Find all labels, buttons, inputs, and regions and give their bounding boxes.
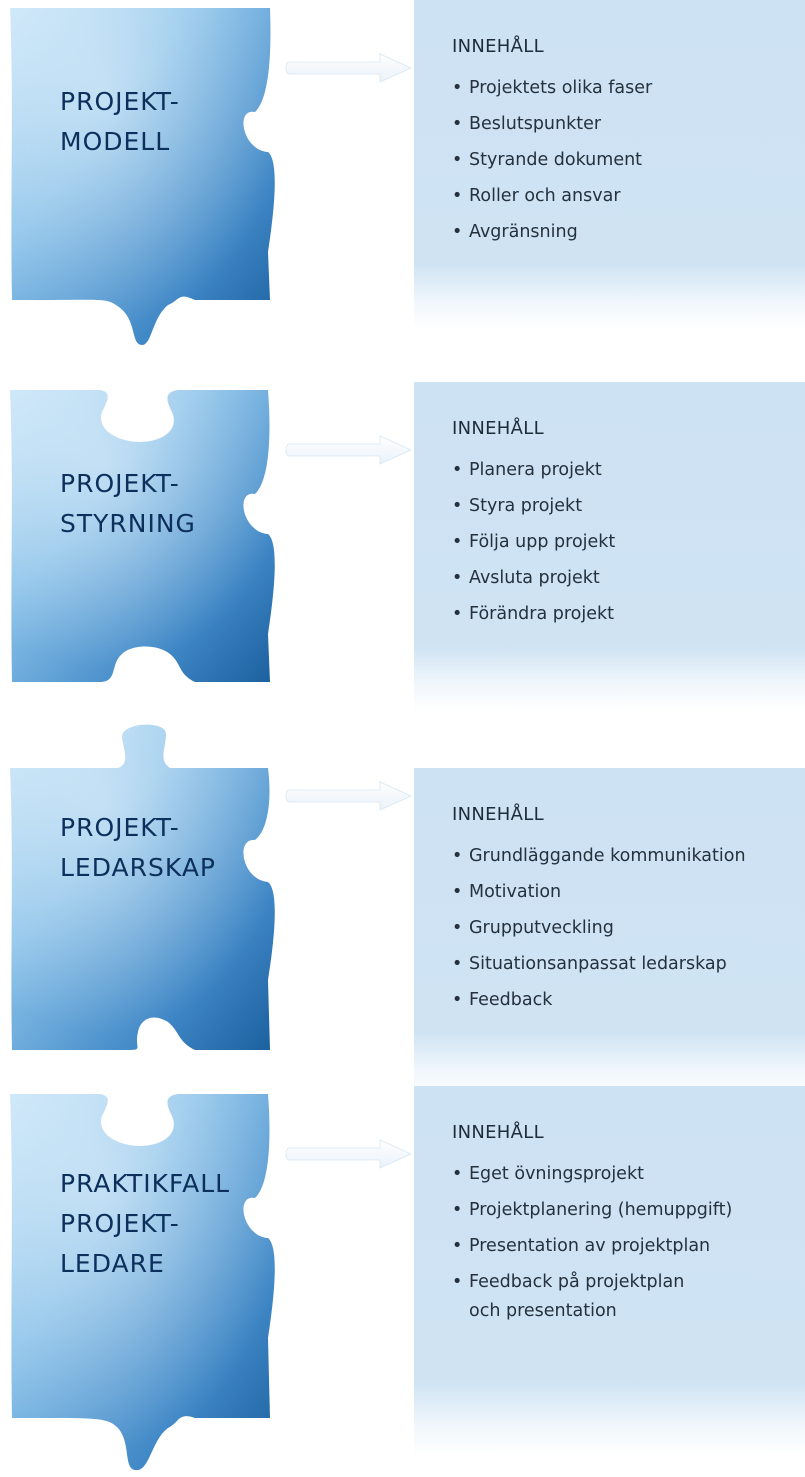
section-praktikfall: PRAKTIKFALL PROJEKT- LEDARE INNEHÅLL •Eg… bbox=[0, 1086, 805, 1477]
list-item: •Projektets olika faser bbox=[452, 70, 652, 106]
list-item: •Planera projekt bbox=[452, 452, 615, 488]
list-item: •Grupputveckling bbox=[452, 910, 746, 946]
bullet-icon: • bbox=[452, 918, 463, 938]
arrow-right-icon bbox=[285, 435, 412, 465]
bullet-icon: • bbox=[452, 496, 463, 516]
bullet-icon: • bbox=[452, 1200, 463, 1220]
puzzle-piece-icon bbox=[10, 724, 275, 1050]
list-item: •Presentation av projektplan bbox=[452, 1228, 732, 1264]
list-item: •Förändra projekt bbox=[452, 596, 615, 632]
bullet-icon: • bbox=[452, 532, 463, 552]
list-item: •Avgränsning bbox=[452, 214, 652, 250]
bullet-icon: • bbox=[452, 604, 463, 624]
piece-title: PRAKTIKFALL PROJEKT- LEDARE bbox=[60, 1164, 230, 1284]
title-line: PROJEKT- bbox=[60, 87, 180, 116]
list-item-continuation: och presentation bbox=[469, 1301, 617, 1321]
piece-title: PROJEKT- LEDARSKAP bbox=[60, 808, 216, 888]
title-line: LEDARE bbox=[60, 1249, 165, 1278]
list-item: •Styrande dokument bbox=[452, 142, 652, 178]
section-projektmodell: PROJEKT- MODELL INNEHÅLL •Projektets oli… bbox=[0, 0, 805, 345]
bullet-icon: • bbox=[452, 1236, 463, 1256]
content-panel: INNEHÅLL •Grundläggande kommunikation •M… bbox=[414, 768, 805, 1098]
list-item: •Feedback bbox=[452, 982, 746, 1018]
title-line: STYRNING bbox=[60, 509, 196, 538]
arrow-right-icon bbox=[285, 1139, 412, 1169]
puzzle-piece-icon bbox=[10, 8, 275, 345]
title-line: PRAKTIKFALL bbox=[60, 1169, 231, 1198]
panel-heading: INNEHÅLL bbox=[452, 804, 544, 825]
bullet-icon: • bbox=[452, 150, 463, 170]
content-panel: INNEHÅLL •Planera projekt •Styra projekt… bbox=[414, 382, 805, 712]
list-item: •Roller och ansvar bbox=[452, 178, 652, 214]
title-line: PROJEKT- bbox=[60, 813, 180, 842]
bullet-icon: • bbox=[452, 1272, 463, 1292]
section-projektstyrning: PROJEKT- STYRNING INNEHÅLL •Planera proj… bbox=[0, 382, 805, 722]
list-item: •Grundläggande kommunikation bbox=[452, 838, 746, 874]
bullet-icon: • bbox=[452, 78, 463, 98]
bullet-icon: • bbox=[452, 186, 463, 206]
puzzle-piece-icon bbox=[10, 1094, 275, 1471]
bullet-icon: • bbox=[452, 882, 463, 902]
bullet-icon: • bbox=[452, 568, 463, 588]
content-panel: INNEHÅLL •Projektets olika faser •Beslut… bbox=[414, 0, 805, 330]
section-projektledarskap: PROJEKT- LEDARSKAP INNEHÅLL •Grundläggan… bbox=[0, 720, 805, 1098]
list-item: •Avsluta projekt bbox=[452, 560, 615, 596]
bullet-icon: • bbox=[452, 114, 463, 134]
title-line: PROJEKT- bbox=[60, 469, 180, 498]
list-item: •Situationsanpassat ledarskap bbox=[452, 946, 746, 982]
arrow-right-icon bbox=[285, 53, 412, 83]
piece-title: PROJEKT- MODELL bbox=[60, 82, 180, 162]
bullet-icon: • bbox=[452, 222, 463, 242]
bullet-icon: • bbox=[452, 460, 463, 480]
bullet-icon: • bbox=[452, 846, 463, 866]
list-item: •Projektplanering (hemuppgift) bbox=[452, 1192, 732, 1228]
bullet-icon: • bbox=[452, 990, 463, 1010]
content-list: •Projektets olika faser •Beslutspunkter … bbox=[452, 70, 652, 250]
list-item: •Motivation bbox=[452, 874, 746, 910]
content-list: •Eget övningsprojekt •Projektplanering (… bbox=[452, 1156, 732, 1326]
title-line: MODELL bbox=[60, 127, 171, 156]
list-item: •Styra projekt bbox=[452, 488, 615, 524]
list-item: •Följa upp projekt bbox=[452, 524, 615, 560]
list-item: •Eget övningsprojekt bbox=[452, 1156, 732, 1192]
content-list: •Planera projekt •Styra projekt •Följa u… bbox=[452, 452, 615, 632]
list-item: •Beslutspunkter bbox=[452, 106, 652, 142]
panel-heading: INNEHÅLL bbox=[452, 36, 544, 57]
bullet-icon: • bbox=[452, 1164, 463, 1184]
bullet-icon: • bbox=[452, 954, 463, 974]
piece-title: PROJEKT- STYRNING bbox=[60, 464, 196, 544]
panel-heading: INNEHÅLL bbox=[452, 1122, 544, 1143]
panel-heading: INNEHÅLL bbox=[452, 418, 544, 439]
content-panel: INNEHÅLL •Eget övningsprojekt •Projektpl… bbox=[414, 1086, 805, 1456]
content-list: •Grundläggande kommunikation •Motivation… bbox=[452, 838, 746, 1018]
puzzle-piece-icon bbox=[10, 390, 275, 682]
arrow-right-icon bbox=[285, 781, 412, 811]
title-line: PROJEKT- bbox=[60, 1209, 180, 1238]
title-line: LEDARSKAP bbox=[60, 853, 217, 882]
